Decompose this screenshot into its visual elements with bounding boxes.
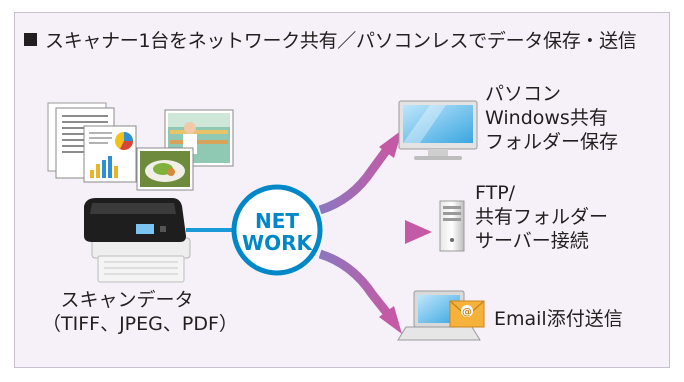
destination-pc-line3: フォルダー保存 [485,131,619,153]
laptop-email-icon: @ [397,290,485,341]
destination-email-label: Email添付送信 [494,307,623,331]
source-label: スキャンデータ （TIFF、JPEG、PDF） [42,288,238,336]
destination-server-line3: サーバー接続 [475,230,589,252]
server-icon [439,200,465,252]
svg-text:@: @ [462,307,472,318]
documents-icon [47,102,137,183]
hub-label-line1: NET [255,209,299,233]
source-label-line1: スキャンデータ [60,289,194,311]
network-hub: NET WORK [231,184,323,276]
source-label-line2: （TIFF、JPEG、PDF） [42,313,238,335]
arrow-to-server [322,220,432,244]
destination-server-line2: 共有フォルダー [475,206,609,228]
destination-pc-line2: Windows共有 [485,107,608,129]
title-bullet [24,33,37,46]
destination-pc-label: パソコン Windows共有 フォルダー保存 [485,82,618,154]
arrow-to-email [318,249,402,334]
destination-pc-line1: パソコン [485,83,562,105]
hub-label-line2: WORK [242,231,313,255]
monitor-icon [398,100,478,160]
photo-food-icon [136,147,194,191]
destination-server-line1: FTP/ [475,182,516,204]
scanner-icon [84,198,191,283]
diagram-panel [14,12,670,368]
destination-email-line1: Email添付送信 [494,308,623,330]
diagram-title: スキャナー1台をネットワーク共有／パソコンレスでデータ保存・送信 [24,26,637,53]
arrow-to-pc [318,130,402,215]
destination-server-label: FTP/ 共有フォルダー サーバー接続 [475,181,608,253]
